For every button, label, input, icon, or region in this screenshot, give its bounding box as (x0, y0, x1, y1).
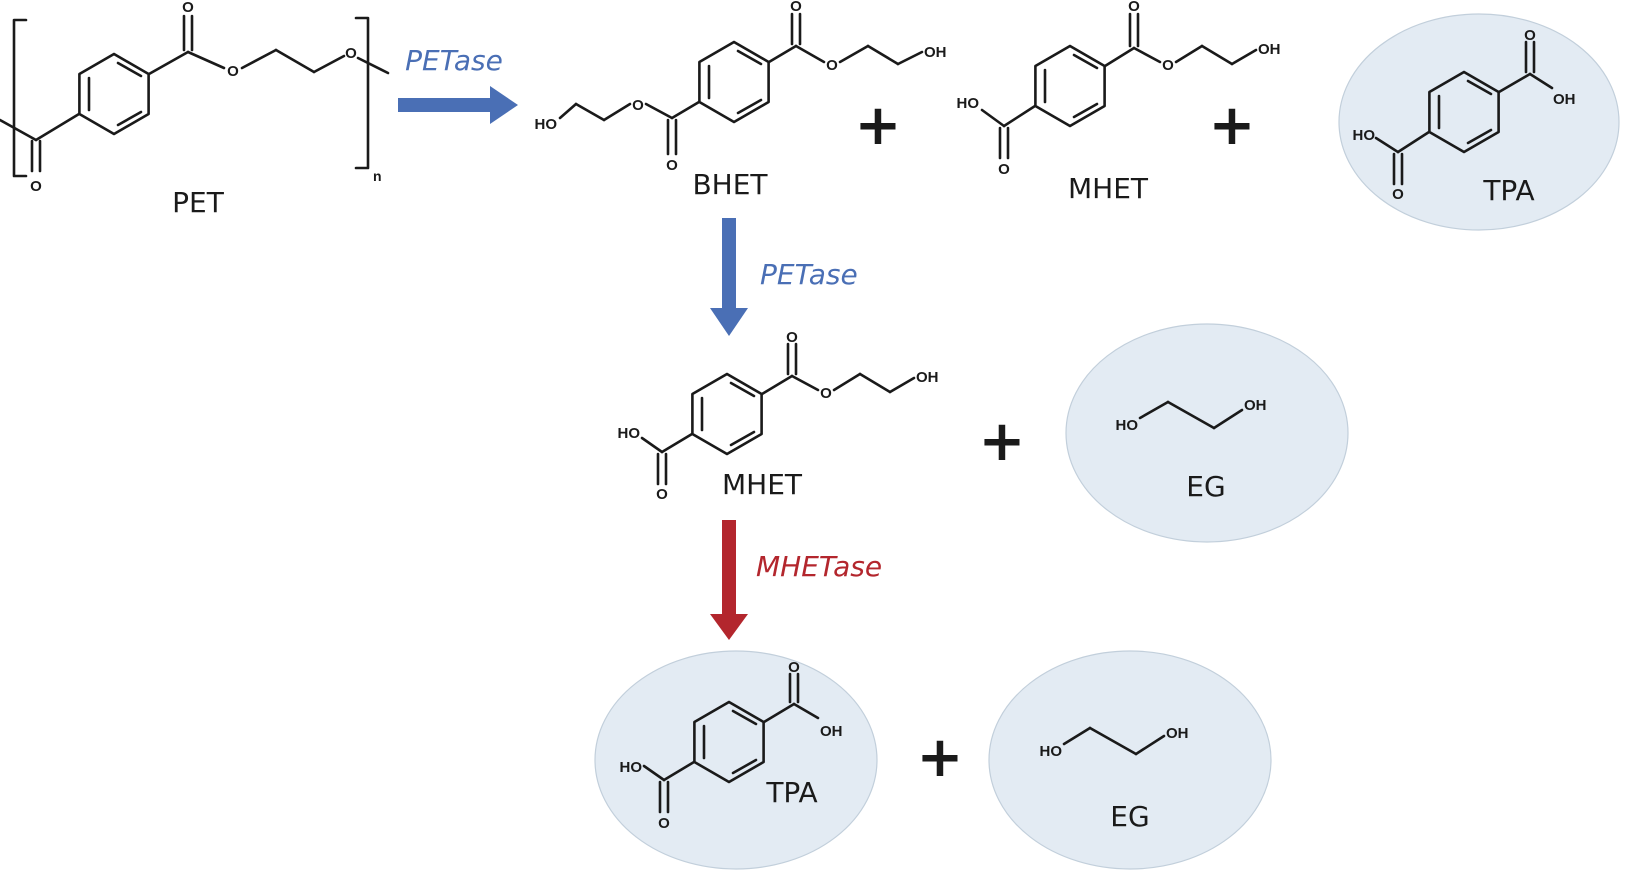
pet-oxygen-top: O (182, 0, 194, 16)
tpa-bottom-oxygen-top: O (788, 659, 800, 676)
mhet-mid-oxygen-bottom: O (656, 486, 668, 503)
bhet-hydroxyl-left: HO (535, 116, 558, 133)
tpa-bottom-highlight (594, 650, 878, 870)
pet-structure (0, 14, 390, 178)
tpa-bottom-hydroxyl-right: OH (820, 723, 843, 740)
pet-oxygen-chain: O (345, 45, 357, 62)
tpa-bottom-label: TPA (765, 776, 817, 809)
eg-mid-hydroxyl-right: OH (1244, 397, 1267, 414)
eg-mid-label: EG (1186, 470, 1225, 503)
bhet-label: BHET (692, 168, 768, 201)
mhet-mid-oxygen-top: O (786, 329, 798, 346)
eg-bottom-hydroxyl-left: HO (1040, 743, 1063, 760)
eg-mid-highlight (1065, 323, 1349, 543)
plus-sign-mid: + (979, 409, 1026, 474)
mhet-top-structure (980, 12, 1258, 160)
bhet-oxygen-top: O (790, 0, 802, 15)
pet-label: PET (172, 186, 225, 219)
pet-repeat-subscript: n (373, 168, 382, 184)
tpa-top-hydroxyl-left: HO (1353, 127, 1376, 144)
tpa-bottom-oxygen-bottom: O (658, 815, 670, 832)
plus-sign-top-1: + (855, 93, 902, 158)
bhet-structure (558, 12, 924, 156)
enzyme-label-step2: PETase (760, 258, 858, 291)
mhet-top-hydroxyl-left: HO (957, 95, 980, 112)
eg-bottom-structure (1062, 726, 1166, 756)
tpa-top-label: TPA (1482, 174, 1534, 207)
mhet-top-oxygen-bottom: O (998, 161, 1010, 178)
eg-mid-hydroxyl-left: HO (1116, 417, 1139, 434)
plus-sign-bottom: + (917, 725, 964, 790)
pet-oxygen-left: O (30, 178, 42, 195)
eg-bottom-label: EG (1110, 800, 1149, 833)
tpa-top-oxygen-top: O (1524, 27, 1536, 44)
tpa-top-oxygen-bottom: O (1392, 186, 1404, 203)
mhet-top-label: MHET (1068, 172, 1149, 205)
tpa-top-highlight (1338, 13, 1620, 231)
tpa-bottom-structure (642, 672, 820, 814)
mhet-mid-structure (640, 342, 916, 486)
tpa-top-hydroxyl-right: OH (1553, 91, 1576, 108)
mhet-mid-hydroxyl-left: HO (618, 425, 641, 442)
bhet-hydroxyl-right: OH (924, 44, 947, 61)
mhet-top-hydroxyl-right: OH (1258, 41, 1281, 58)
mhet-mid-oxygen-ester: O (820, 385, 832, 402)
eg-mid-structure (1138, 400, 1244, 430)
bhet-oxygen-ester-left: O (632, 97, 644, 114)
enzyme-label-step3: MHETase (756, 550, 882, 583)
mhet-mid-label: MHET (722, 468, 803, 501)
mhet-top-oxygen-ester: O (1162, 57, 1174, 74)
arrow-step2 (710, 218, 748, 336)
enzyme-label-step1: PETase (405, 44, 503, 77)
eg-bottom-highlight (988, 650, 1272, 870)
bhet-oxygen-ester-right: O (826, 57, 838, 74)
plus-sign-top-2: + (1209, 93, 1256, 158)
mhet-mid-hydroxyl-right: OH (916, 369, 939, 386)
pet-oxygen-ester: O (227, 63, 239, 80)
bhet-oxygen-bottom: O (666, 157, 678, 174)
tpa-top-structure (1374, 40, 1554, 186)
mhet-top-oxygen-top: O (1128, 0, 1140, 15)
arrow-step1 (398, 86, 518, 124)
eg-bottom-hydroxyl-right: OH (1166, 725, 1189, 742)
tpa-bottom-hydroxyl-left: HO (620, 759, 643, 776)
arrow-step3 (710, 520, 748, 640)
